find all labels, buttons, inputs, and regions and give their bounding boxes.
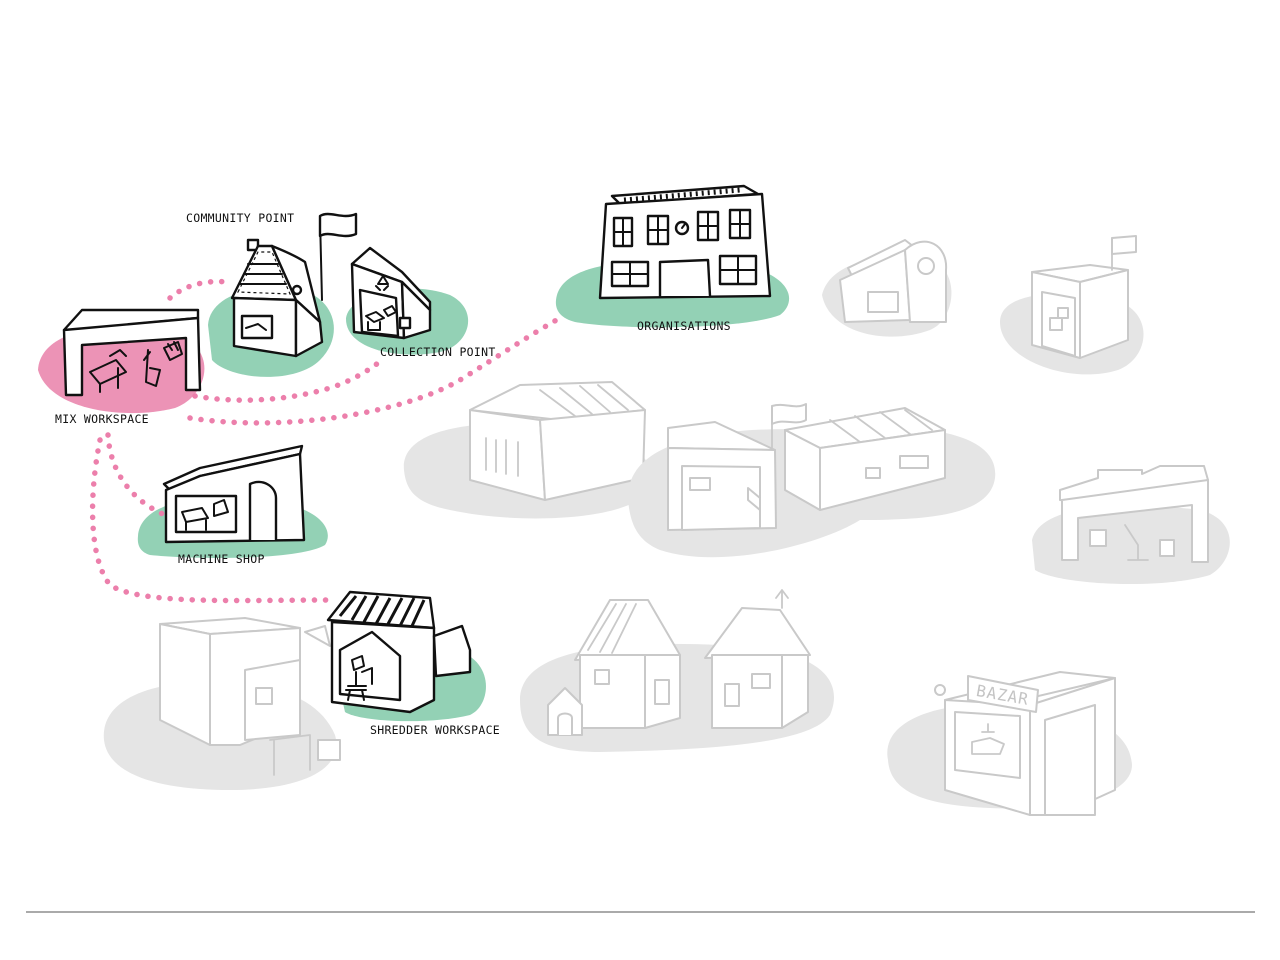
shredder-workspace-label: SHREDDER WORKSPACE	[370, 723, 500, 737]
machine-shop-building[interactable]	[162, 444, 306, 544]
organisations-building[interactable]	[598, 184, 772, 300]
inactive-houses	[520, 589, 835, 752]
recycle-icon	[375, 275, 389, 291]
flag-icon	[1111, 235, 1137, 255]
recycle-icon	[304, 625, 331, 647]
community-point-building[interactable]	[230, 212, 358, 358]
machine-shop-label: MACHINE SHOP	[178, 552, 265, 566]
inactive-workshop-shed	[627, 403, 996, 558]
mix-workspace-label: MIX WORKSPACE	[55, 412, 149, 426]
organisations-label: ORGANISATIONS	[637, 319, 731, 333]
inactive-storehouse	[103, 617, 341, 790]
collection-point-building[interactable]	[350, 246, 432, 340]
inactive-kiosk	[1000, 235, 1144, 375]
inactive-small-house	[822, 239, 952, 337]
inactive-bazar-shop: BAZAR	[887, 671, 1132, 816]
flag-icon	[318, 212, 358, 238]
inactive-open-workspace	[1032, 465, 1230, 585]
network-connections	[89, 278, 563, 604]
inactive-barn	[403, 381, 652, 519]
mix-workspace-building[interactable]	[62, 308, 202, 397]
flag-icon	[771, 403, 807, 425]
collection-point-label: COLLECTION POINT	[380, 345, 496, 359]
community-point-label: COMMUNITY POINT	[186, 211, 294, 225]
shredder-workspace-building[interactable]	[326, 590, 472, 714]
